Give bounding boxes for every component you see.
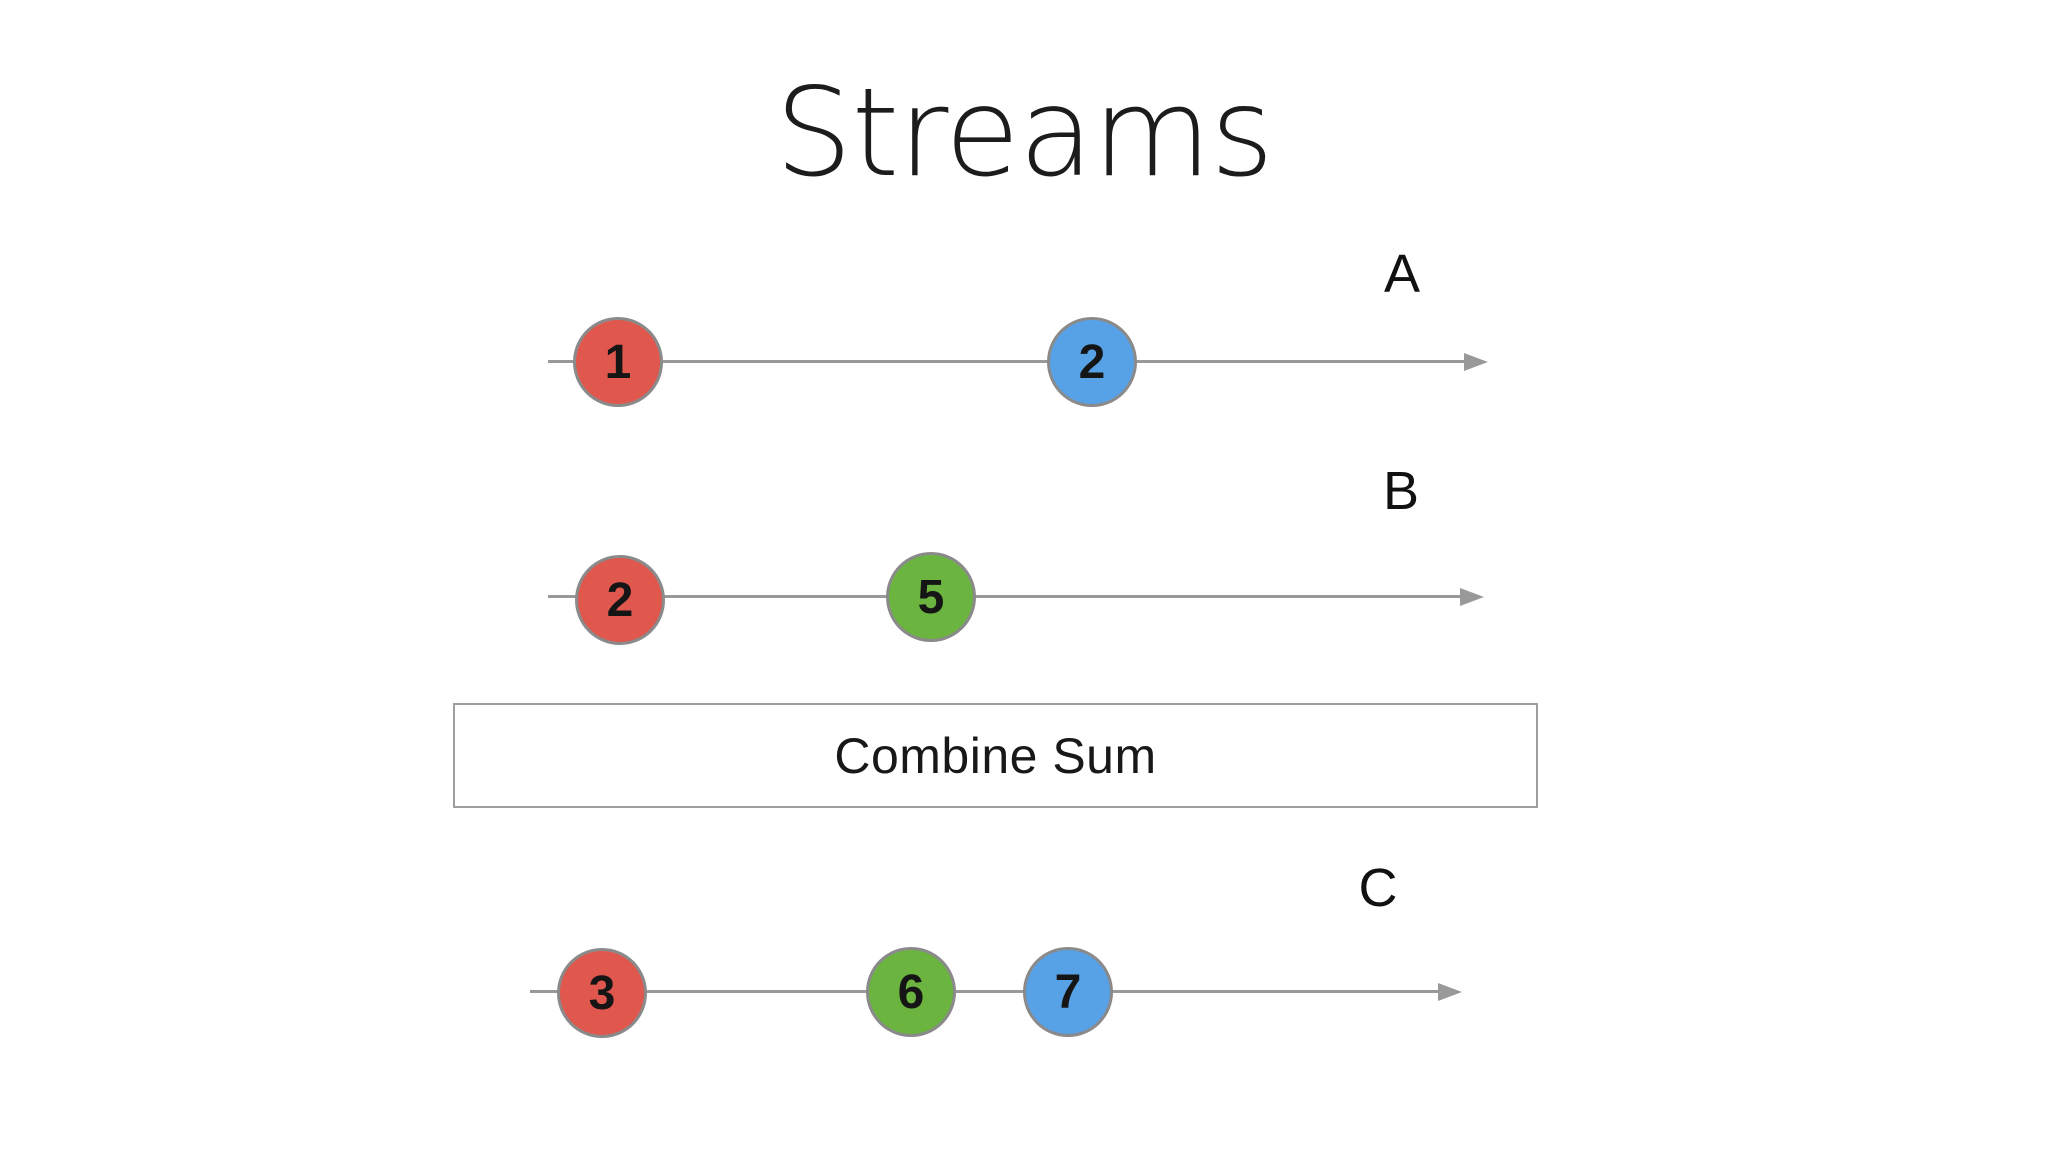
stream-c-arrowhead-icon bbox=[1438, 983, 1462, 1001]
stream-a-label: A bbox=[1383, 244, 1421, 304]
stream-c-event-circle: 7 bbox=[1023, 947, 1113, 1037]
stream-c-event-circle: 3 bbox=[557, 948, 647, 1038]
stream-c-event-circle: 6 bbox=[866, 947, 956, 1037]
stream-a-event-circle: 2 bbox=[1047, 317, 1137, 407]
stream-b-arrowhead-icon bbox=[1460, 588, 1484, 606]
stream-b-event-circle: 2 bbox=[575, 555, 665, 645]
stream-c-timeline bbox=[530, 990, 1442, 993]
stream-a-timeline bbox=[548, 360, 1466, 363]
stream-a-event-circle: 1 bbox=[573, 317, 663, 407]
stream-b-timeline bbox=[548, 595, 1462, 598]
stream-a-arrowhead-icon bbox=[1464, 353, 1488, 371]
stream-b-label: B bbox=[1382, 461, 1420, 521]
stream-c-label: C bbox=[1358, 858, 1398, 918]
stream-b-event-circle: 5 bbox=[886, 552, 976, 642]
page-title: Streams bbox=[775, 62, 1274, 204]
combine-sum-operator-box: Combine Sum bbox=[453, 703, 1538, 808]
